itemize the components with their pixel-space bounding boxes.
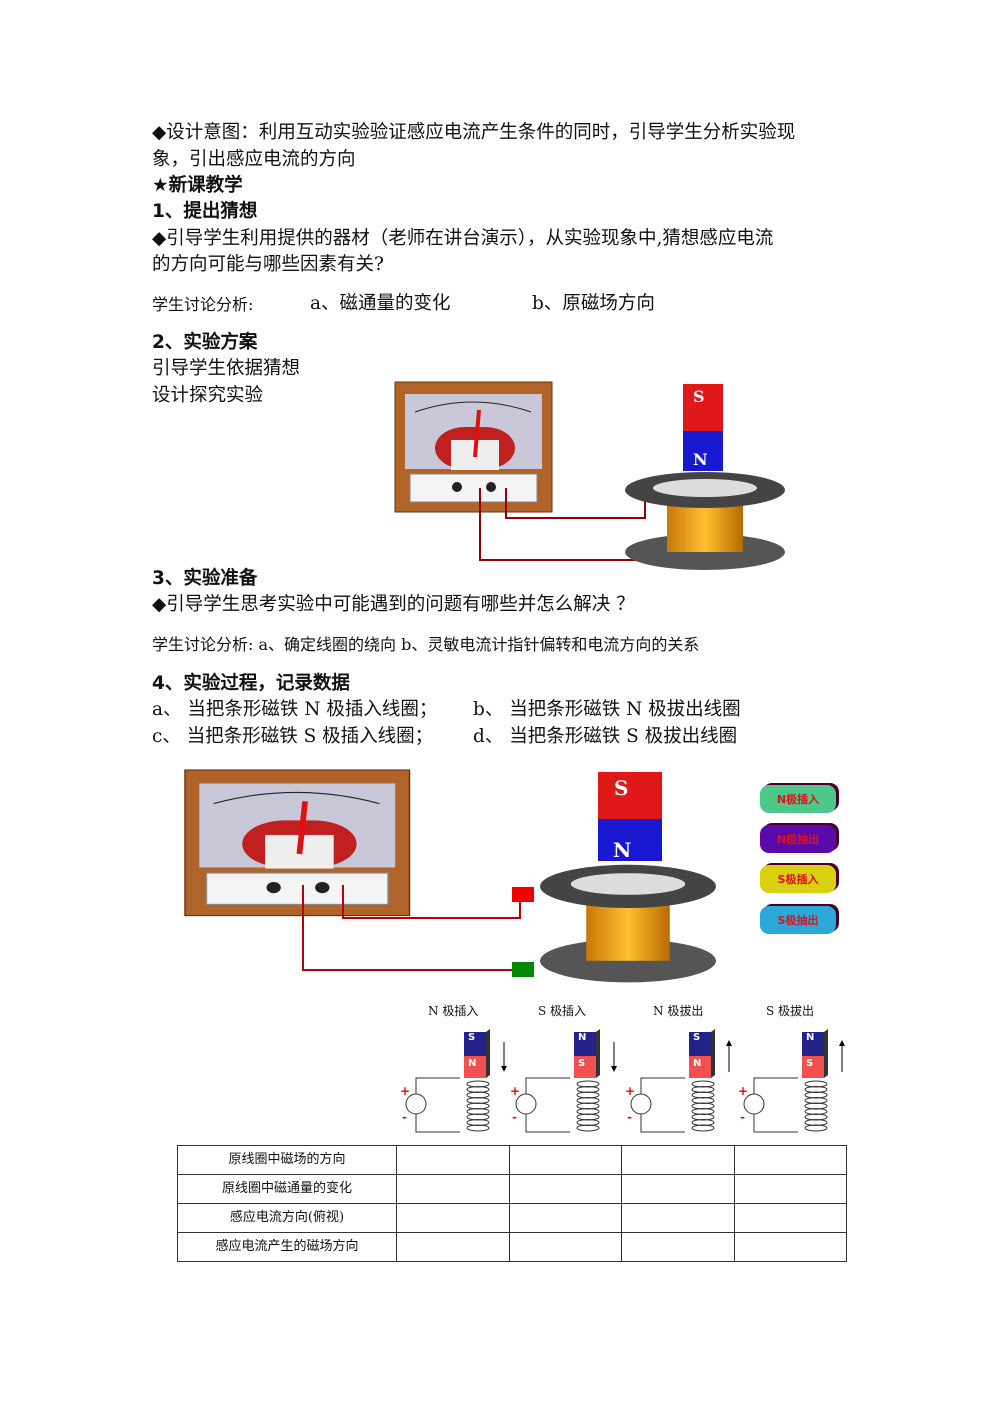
n-pole-insert-button[interactable]: N极插入 xyxy=(760,785,836,813)
heading-new-lesson: ★新课教学 xyxy=(152,175,243,196)
magnet-top-pole: S xyxy=(468,1032,476,1043)
case-a: a、 当把条形磁铁 N 极插入线圈； xyxy=(152,699,438,720)
galvanometer xyxy=(393,380,554,514)
heading-2: 2、实验方案 xyxy=(152,332,258,353)
magnet-top-pole: N xyxy=(806,1032,815,1043)
para-prep: ◆引导学生思考实验中可能遇到的问题有哪些并怎么解决 ？ xyxy=(152,594,635,615)
magnet-bottom-pole: S xyxy=(578,1058,586,1069)
s-pole-withdraw-button[interactable]: S极抽出 xyxy=(760,906,836,934)
case-c: c、 当把条形磁铁 S 极插入线圈； xyxy=(152,726,434,747)
magnet-bottom-pole: N xyxy=(693,1058,702,1069)
heading-4: 4、实验过程，记录数据 xyxy=(152,673,350,694)
table-row: 感应电流方向(俯视) xyxy=(177,1203,847,1233)
minus-sign: - xyxy=(512,1110,517,1124)
diagram-caption: N 极插入 xyxy=(428,1004,479,1018)
row-label: 原线圈中磁通量的变化 xyxy=(177,1174,397,1204)
diagram-2: S 极插入 N S + - xyxy=(510,1002,625,1137)
discussion-label: 学生讨论分析: xyxy=(152,295,254,314)
coil-2 xyxy=(540,864,716,983)
s-pole-insert-button[interactable]: S极插入 xyxy=(760,865,836,893)
design-intent-cont: 象，引出感应电流的方向 xyxy=(152,149,356,170)
plus-sign: + xyxy=(400,1084,411,1098)
para-guess: ◆引导学生利用提供的器材（老师在讲台演示），从实验现象中,猜想感应电流 xyxy=(152,228,774,249)
diagram-1: N 极插入 S N + - xyxy=(400,1002,515,1137)
coil xyxy=(625,472,785,570)
magnet-top-pole: S xyxy=(693,1032,701,1043)
heading-3: 3、实验准备 xyxy=(152,568,258,589)
minus-sign: - xyxy=(627,1110,632,1124)
row-label: 原线圈中磁场的方向 xyxy=(177,1145,397,1175)
plus-sign: + xyxy=(510,1084,521,1098)
magnet2-top-label: S xyxy=(614,776,629,800)
minus-sign: - xyxy=(402,1110,407,1124)
magnet-top-label: S xyxy=(693,387,705,406)
discussion-2: 学生讨论分析: a、确定线圈的绕向 b、灵敏电流计指针偏转和电流方向的关系 xyxy=(152,635,700,654)
table-row: 感应电流产生的磁场方向 xyxy=(177,1232,847,1262)
diagram-caption: N 极拔出 xyxy=(653,1004,704,1018)
table-row: 原线圈中磁场的方向 xyxy=(177,1145,847,1175)
discussion-a: a、磁通量的变化 xyxy=(310,293,451,314)
plus-sign: + xyxy=(738,1084,749,1098)
diagram-caption: S 极插入 xyxy=(538,1004,587,1018)
n-pole-withdraw-button[interactable]: N极抽出 xyxy=(760,825,836,853)
table-row: 原线圈中磁通量的变化 xyxy=(177,1174,847,1204)
discussion-b: b、原磁场方向 xyxy=(532,293,655,314)
row-label: 感应电流产生的磁场方向 xyxy=(177,1232,397,1262)
heading-1: 1、提出猜想 xyxy=(152,201,258,222)
para-guess-cont: 的方向可能与哪些因素有关? xyxy=(152,254,384,275)
magnet-bottom-pole: N xyxy=(468,1058,477,1069)
magnet2-bottom-label: N xyxy=(613,838,632,862)
diagram-caption: S 极拔出 xyxy=(766,1004,815,1018)
case-b: b、 当把条形磁铁 N 极拔出线圈 xyxy=(473,699,741,720)
diagram-3: N 极拔出 S N + - xyxy=(625,1002,740,1137)
diagram-4: S 极拔出 N S + - xyxy=(738,1002,853,1137)
magnet-bottom-pole: S xyxy=(806,1058,814,1069)
galvanometer-2 xyxy=(185,770,410,916)
design-intent: ◆设计意图：利用互动实验验证感应电流产生条件的同时，引导学生分析实验现 xyxy=(152,122,796,143)
magnet-bottom-label: N xyxy=(693,450,708,469)
case-d: d、 当把条形磁铁 S 极拔出线圈 xyxy=(473,726,738,747)
row-label: 感应电流方向(俯视) xyxy=(177,1203,397,1233)
para-plan: 引导学生依据猜想 xyxy=(152,358,301,379)
plus-sign: + xyxy=(625,1084,636,1098)
minus-sign: - xyxy=(740,1110,745,1124)
para-plan-cont: 设计探究实验 xyxy=(152,385,264,406)
magnet-top-pole: N xyxy=(578,1032,587,1043)
data-table: 原线圈中磁场的方向 原线圈中磁通量的变化 感应电流方向(俯视) 感应电流产生的磁… xyxy=(177,1145,847,1262)
